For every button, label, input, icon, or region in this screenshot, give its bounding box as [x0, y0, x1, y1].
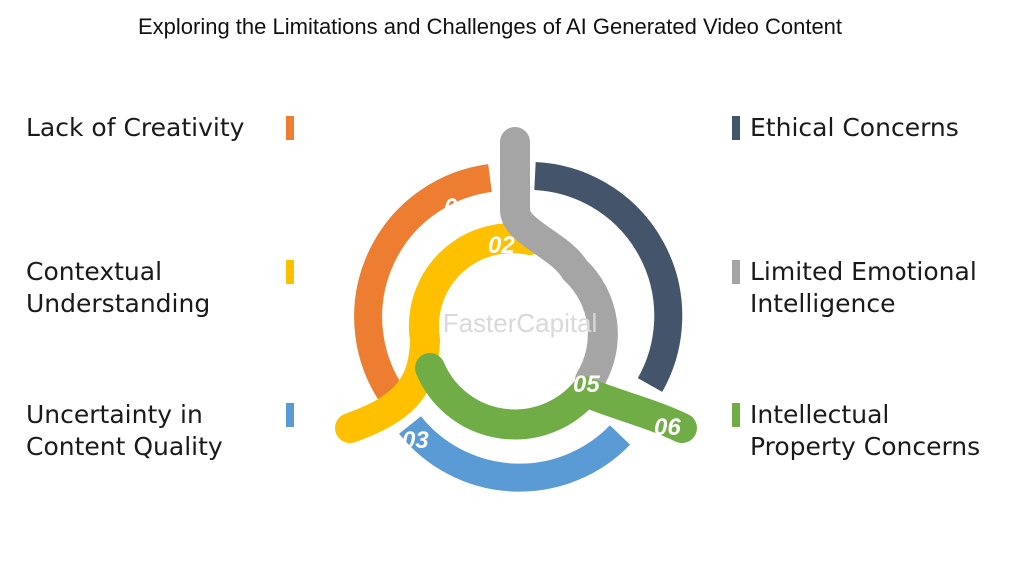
segment-05-hook — [500, 127, 618, 395]
item-marker — [286, 260, 294, 284]
item-lack-of-creativity: Lack of Creativity — [26, 112, 294, 144]
segment-06-number: 06 — [654, 414, 681, 441]
item-marker — [286, 116, 294, 140]
item-label: Lack of Creativity — [26, 113, 245, 142]
item-contextual-understanding: Contextual Understanding — [26, 256, 294, 320]
item-label: Limited Emotional Intelligence — [750, 257, 977, 318]
item-label: Ethical Concerns — [750, 113, 959, 142]
item-marker — [732, 116, 740, 140]
segment-04-number: 04 — [542, 194, 569, 221]
item-marker — [732, 403, 740, 427]
segment-03-arc — [399, 416, 631, 492]
segment-04-arc — [534, 162, 683, 392]
segment-02-number: 02 — [488, 232, 515, 259]
item-ethical-concerns: Ethical Concerns — [732, 112, 959, 144]
item-label: Intellectual Property Concerns — [750, 400, 981, 461]
segment-05-number: 05 — [573, 371, 600, 398]
item-intellectual-property-concerns: Intellectual Property Concerns — [732, 399, 980, 463]
segment-01-arc — [354, 164, 493, 403]
item-marker — [286, 403, 294, 427]
page-title: Exploring the Limitations and Challenges… — [137, 14, 843, 39]
segment-01-number: 01 — [444, 194, 471, 221]
item-uncertainty-in-content-quality: Uncertainty in Content Quality — [26, 399, 294, 463]
segment-06-hook — [415, 353, 697, 443]
cycle-diagram: FasterCapital 01 02 03 04 05 06 — [335, 127, 697, 492]
item-marker — [732, 260, 740, 284]
segment-03-number: 03 — [402, 427, 429, 454]
item-limited-emotional-intelligence: Limited Emotional Intelligence — [732, 256, 977, 320]
item-label: Contextual Understanding — [26, 257, 211, 318]
segment-02-hook — [335, 223, 545, 443]
item-label: Uncertainty in Content Quality — [26, 400, 223, 461]
watermark-text: FasterCapital — [443, 308, 598, 338]
